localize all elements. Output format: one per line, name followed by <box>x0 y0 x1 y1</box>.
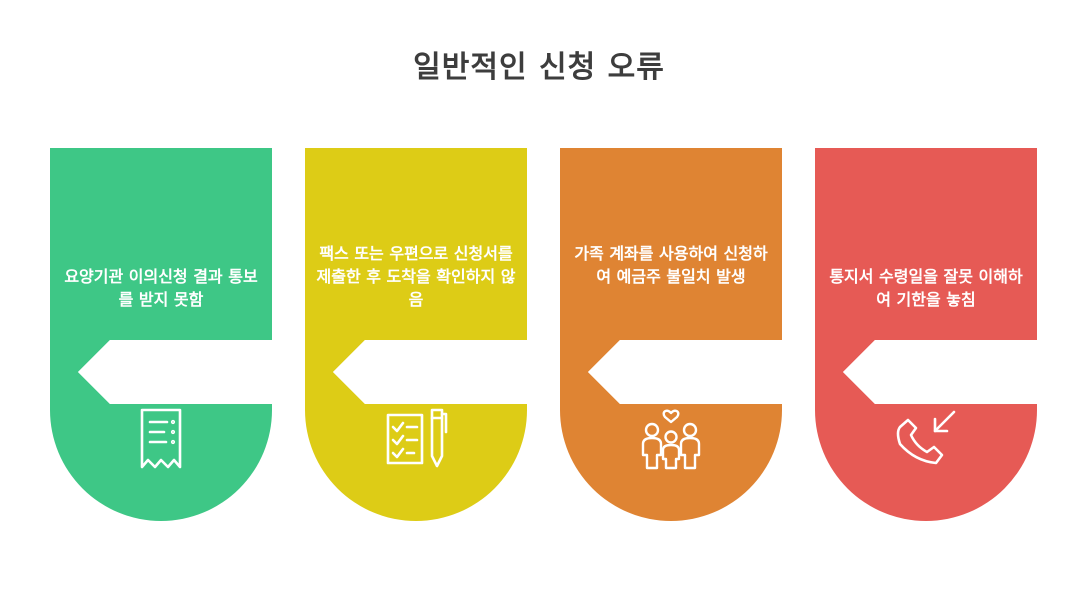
card-3-shape <box>560 148 782 521</box>
card-2 <box>305 148 527 521</box>
missed-call-icon <box>896 410 956 465</box>
receipt-icon <box>140 408 182 469</box>
left-arrow-icon <box>843 340 1037 404</box>
card-3 <box>560 148 782 521</box>
checklist-pen-icon <box>386 408 448 468</box>
left-arrow-icon <box>333 340 527 404</box>
card-4 <box>815 148 1037 521</box>
left-arrow-icon <box>588 340 782 404</box>
card-2-shape <box>305 148 527 521</box>
family-icon <box>641 409 701 470</box>
card-4-text: 통지서 수령일을 잘못 이해하여 기한을 놓침 <box>829 267 1023 309</box>
card-1-shape <box>50 148 272 521</box>
left-arrow-icon <box>78 340 272 404</box>
card-1 <box>50 148 272 521</box>
card-1-text: 요양기관 이의신청 결과 통보를 받지 못함 <box>64 267 258 309</box>
page-title: 일반적인 신청 오류 <box>413 50 665 85</box>
card-2-text: 팩스 또는 우편으로 신청서를 제출한 후 도착을 확인하지 않음 <box>316 244 516 309</box>
card-3-text: 가족 계좌를 사용하여 신청하여 예금주 불일치 발생 <box>574 244 768 286</box>
card-4-shape <box>815 148 1037 521</box>
